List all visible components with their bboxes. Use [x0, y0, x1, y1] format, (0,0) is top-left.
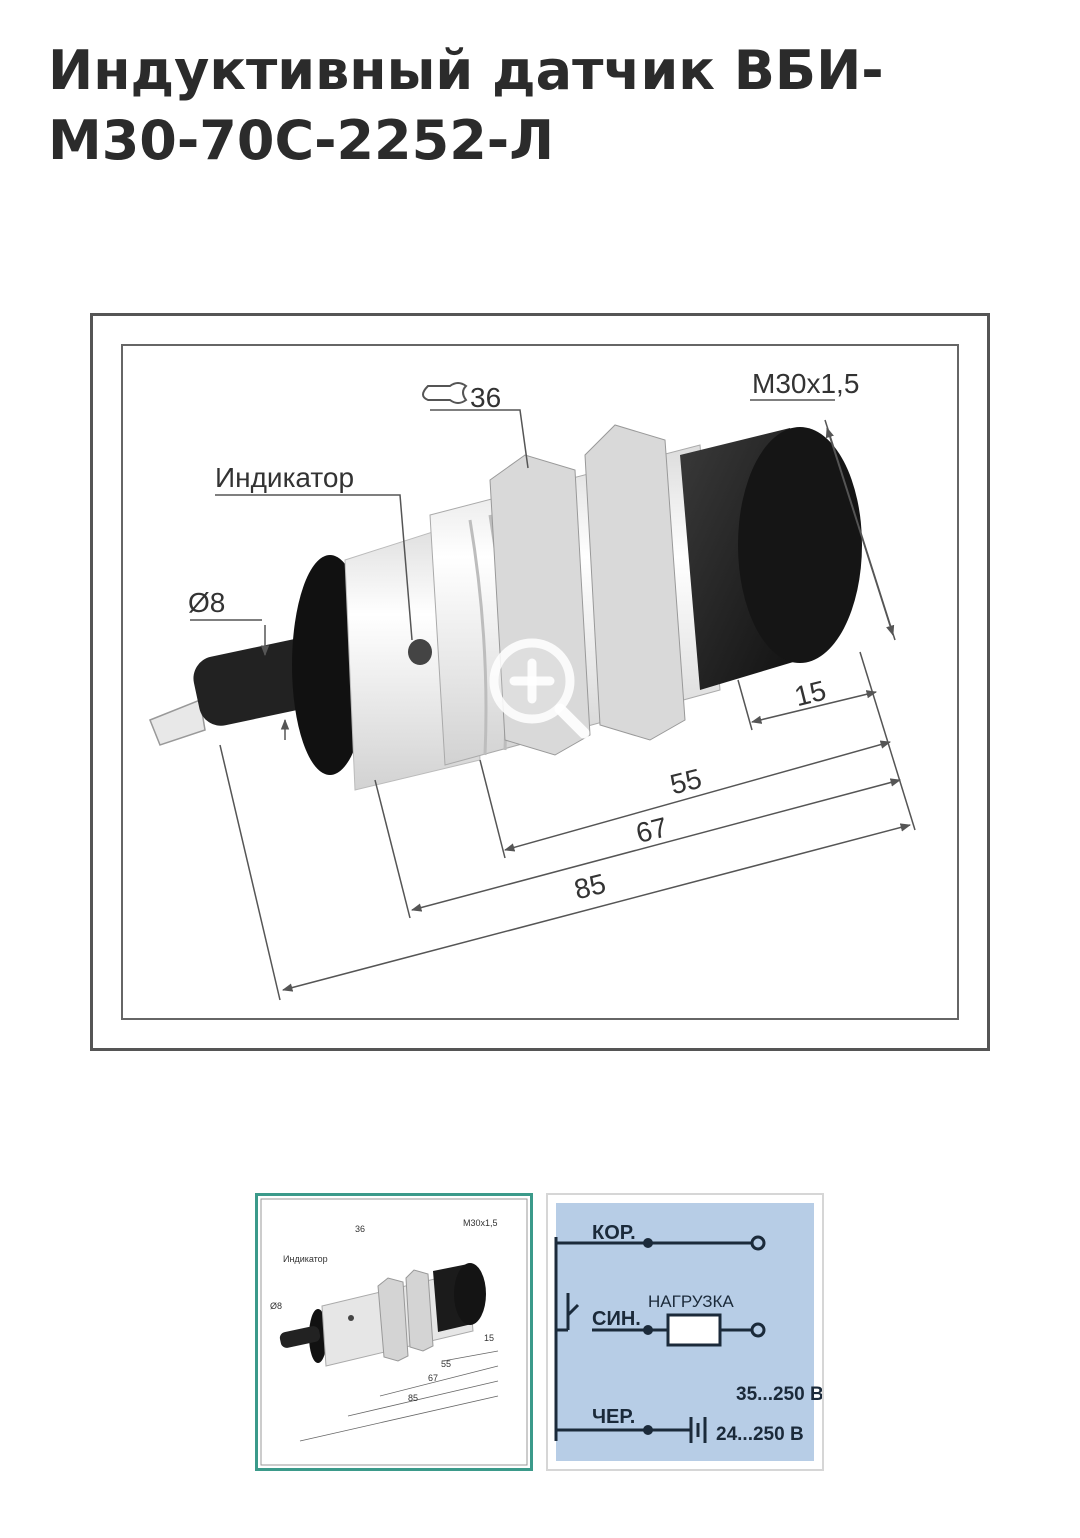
thumbnail-wrench-label: 36: [355, 1224, 365, 1234]
thumbnail-indicator-label: Индикатор: [283, 1254, 328, 1264]
dc-range-label: 24...250 В: [716, 1424, 804, 1445]
main-image-inner-border: [121, 344, 959, 1020]
thumbnail-dim-15: 15: [484, 1333, 494, 1343]
thumbnail-thread-label: М30х1,5: [463, 1218, 498, 1228]
wiring-diagram-image: КОР. СИН. ЧЕР. НАГРУЗКА 35...250 В 24...…: [554, 1203, 824, 1461]
thumbnail-drawing[interactable]: 36 М30х1,5 Индикатор Ø8 15 55 67 85: [255, 1193, 533, 1471]
ac-range-label: 35...250 В: [736, 1384, 822, 1405]
thumbnail-dim-67: 67: [428, 1373, 438, 1383]
thumbnail-wiring-diagram[interactable]: КОР. СИН. ЧЕР. НАГРУЗКА 35...250 В 24...…: [546, 1193, 824, 1471]
wire-cher-label: ЧЕР.: [592, 1406, 635, 1428]
thumbnail-dim-55: 55: [441, 1359, 451, 1369]
thumbnail-drawing-image: 36 М30х1,5 Индикатор Ø8 15 55 67 85: [260, 1198, 528, 1466]
thumbnail-dim-85: 85: [408, 1393, 418, 1403]
title-line-1: Индуктивный датчик ВБИ-: [48, 39, 884, 102]
load-label: НАГРУЗКА: [648, 1292, 734, 1311]
title-line-2: М30-70С-2252-Л: [48, 109, 555, 172]
zoom-in-icon[interactable]: [484, 633, 594, 743]
thumbnail-diameter-label: Ø8: [270, 1301, 282, 1311]
wire-sin-label: СИН.: [592, 1308, 641, 1330]
wire-kor-label: КОР.: [592, 1222, 636, 1244]
load-box: [666, 1313, 722, 1347]
page-title: Индуктивный датчик ВБИ- М30-70С-2252-Л: [48, 36, 1038, 176]
